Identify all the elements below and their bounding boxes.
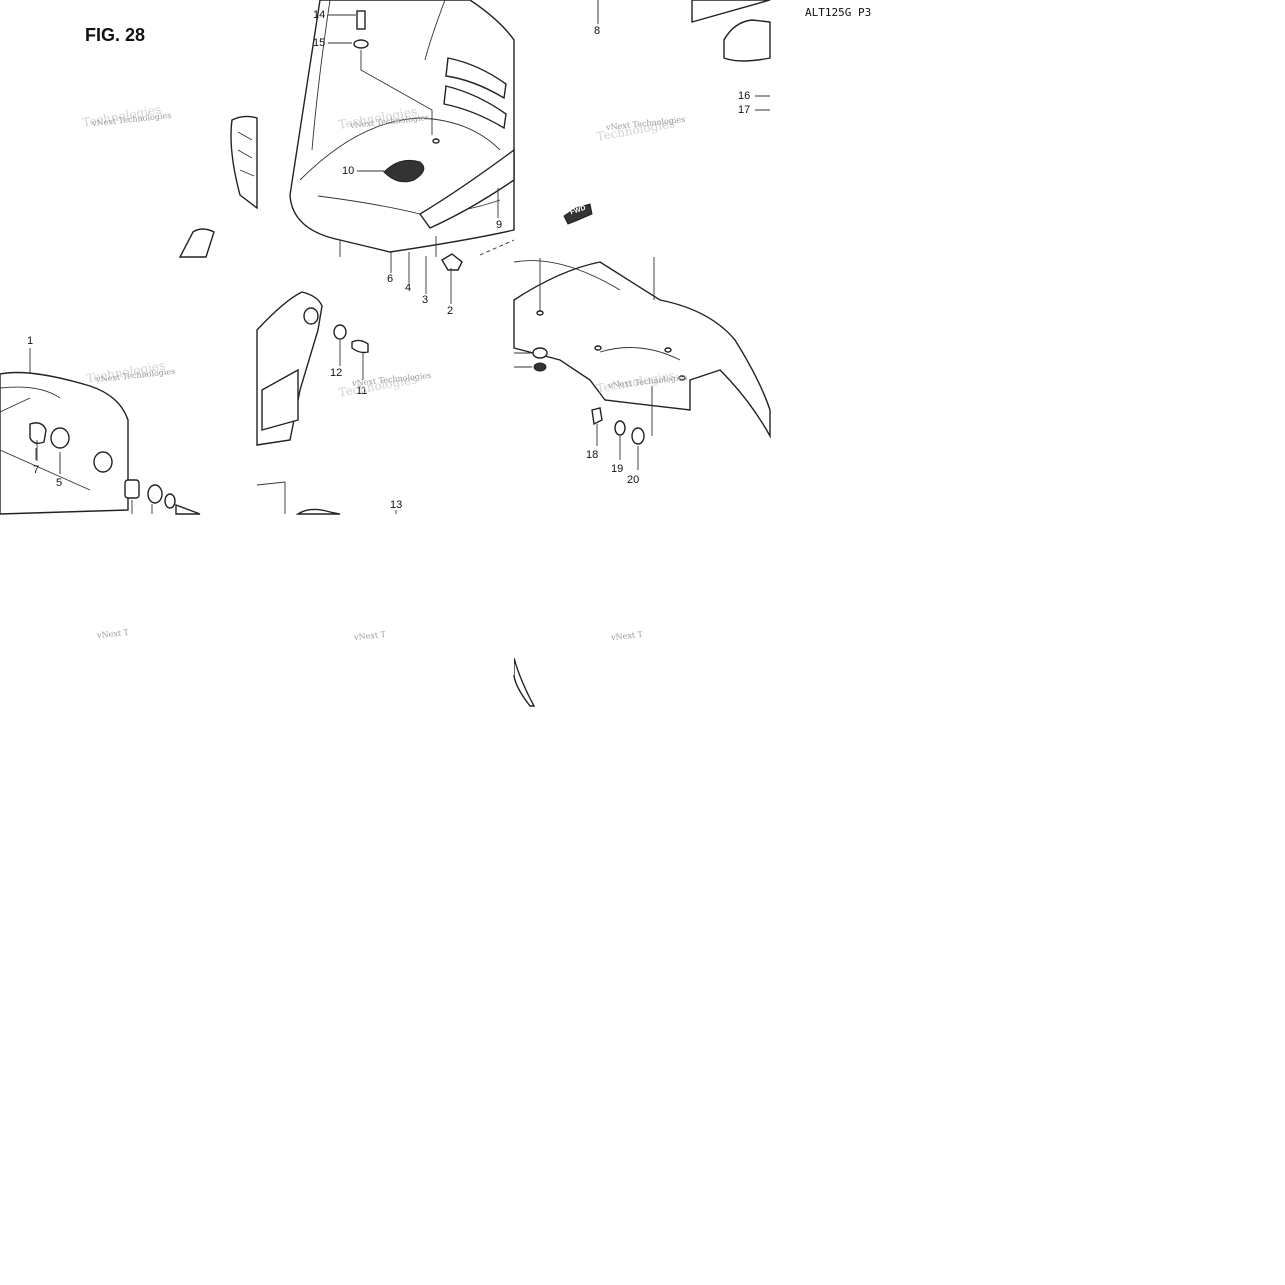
callout-18: 18 — [586, 449, 599, 461]
callout-11: 11 — [356, 385, 368, 397]
callout-12: 12 — [330, 367, 343, 379]
callout-4: 4 — [405, 282, 412, 294]
callout-20: 20 — [627, 474, 640, 486]
rear-fender-top-fragment — [563, 0, 771, 225]
figure-title: FIG. 28 — [85, 25, 146, 45]
callout-5: 5 — [56, 477, 63, 489]
side-cover — [256, 291, 397, 515]
callout-6: 6 — [387, 273, 394, 285]
callout-leaders — [36, 0, 599, 474]
drawing-code: ALT125G P3 — [805, 6, 872, 19]
lower-fragment — [513, 657, 536, 707]
callout-7: 7 — [33, 464, 40, 476]
front-fender-carrier — [289, 0, 515, 271]
rear-fender — [513, 257, 771, 470]
callout-15: 15 — [313, 37, 326, 49]
callout-16: 16 — [738, 90, 751, 102]
callout-3: 3 — [422, 294, 429, 306]
callout-8: 8 — [594, 25, 601, 37]
callout-14: 14 — [313, 9, 326, 21]
tile-gap — [642, 615, 771, 675]
tile-gap — [385, 615, 514, 675]
fender-fragment-top-left — [178, 115, 258, 258]
callout-10: 10 — [342, 165, 355, 177]
tile-gap — [128, 615, 257, 675]
callout-1: 1 — [27, 335, 34, 347]
fwd-arrow-icon — [563, 203, 593, 225]
callout-17: 17 — [738, 104, 751, 116]
callout-13: 13 — [390, 499, 403, 511]
callout-2: 2 — [447, 305, 454, 317]
callout-19: 19 — [611, 463, 624, 475]
callout-9: 9 — [496, 219, 503, 231]
